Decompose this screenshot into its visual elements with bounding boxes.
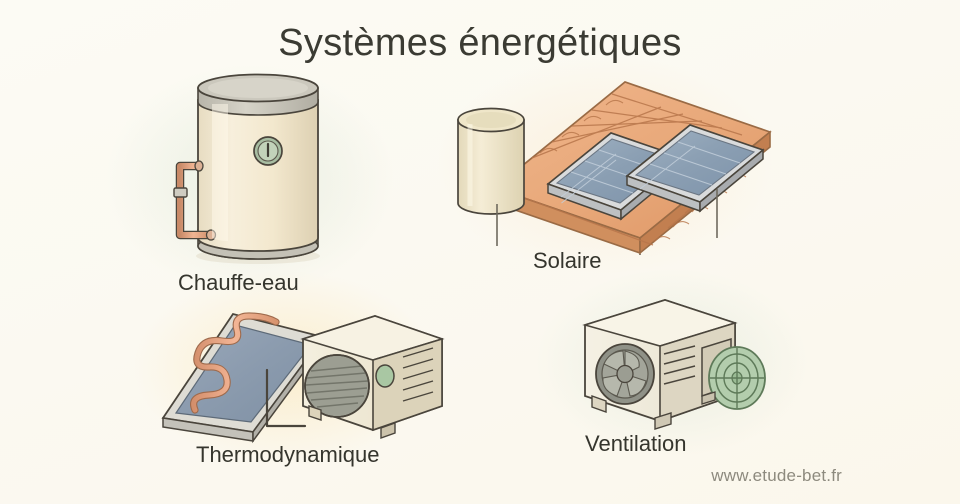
heat-pump-foot-right xyxy=(380,422,396,439)
heat-pump-unit xyxy=(300,315,445,439)
heat-pump-grille-slats xyxy=(305,365,369,408)
solar-thermal-collector xyxy=(161,312,325,444)
ventilation-duct-fan-spokes xyxy=(710,348,764,408)
caption-ventilation: Ventilation xyxy=(585,431,687,456)
ventilation-foot-right xyxy=(654,412,672,430)
tank-top-inner xyxy=(208,78,308,98)
collector-support-leg xyxy=(265,368,307,428)
tank-highlight xyxy=(212,104,228,241)
ventilation-foot-back xyxy=(701,391,716,405)
solar-tank-top-inner xyxy=(466,112,516,128)
ventilation-fan-hub xyxy=(616,364,634,384)
heat-pump-side-louvers xyxy=(402,347,434,402)
heat-pump-fan-ring xyxy=(304,354,370,418)
caption-thermodynamique: Thermodynamique xyxy=(196,442,380,467)
solar-panel-2 xyxy=(625,124,765,213)
thermodynamic-system-illustration xyxy=(155,296,445,444)
solar-panel-2-cells xyxy=(639,141,741,190)
site-watermark: www.etude-bet.fr xyxy=(711,466,842,485)
ventilation-louvers xyxy=(663,345,696,385)
solar-panel-1-cells xyxy=(560,149,662,204)
solar-panels-illustration xyxy=(440,70,772,255)
copper-serpentine-coil xyxy=(191,313,279,413)
caption-chauffe-eau: Chauffe-eau xyxy=(178,270,299,295)
solar-storage-tank xyxy=(457,107,525,215)
copper-pipe xyxy=(177,163,213,238)
water-heater-illustration xyxy=(150,70,380,270)
ventilation-foot-left xyxy=(591,395,607,413)
heat-pump-foot-left xyxy=(308,405,322,421)
heat-pump-indicator-light xyxy=(375,364,395,388)
pipe-inlet xyxy=(194,160,204,172)
ventilation-unit-illustration xyxy=(565,290,795,435)
pipe-fitting xyxy=(173,187,188,198)
page-title: Systèmes énergétiques xyxy=(278,22,682,64)
caption-solaire: Solaire xyxy=(533,248,602,273)
